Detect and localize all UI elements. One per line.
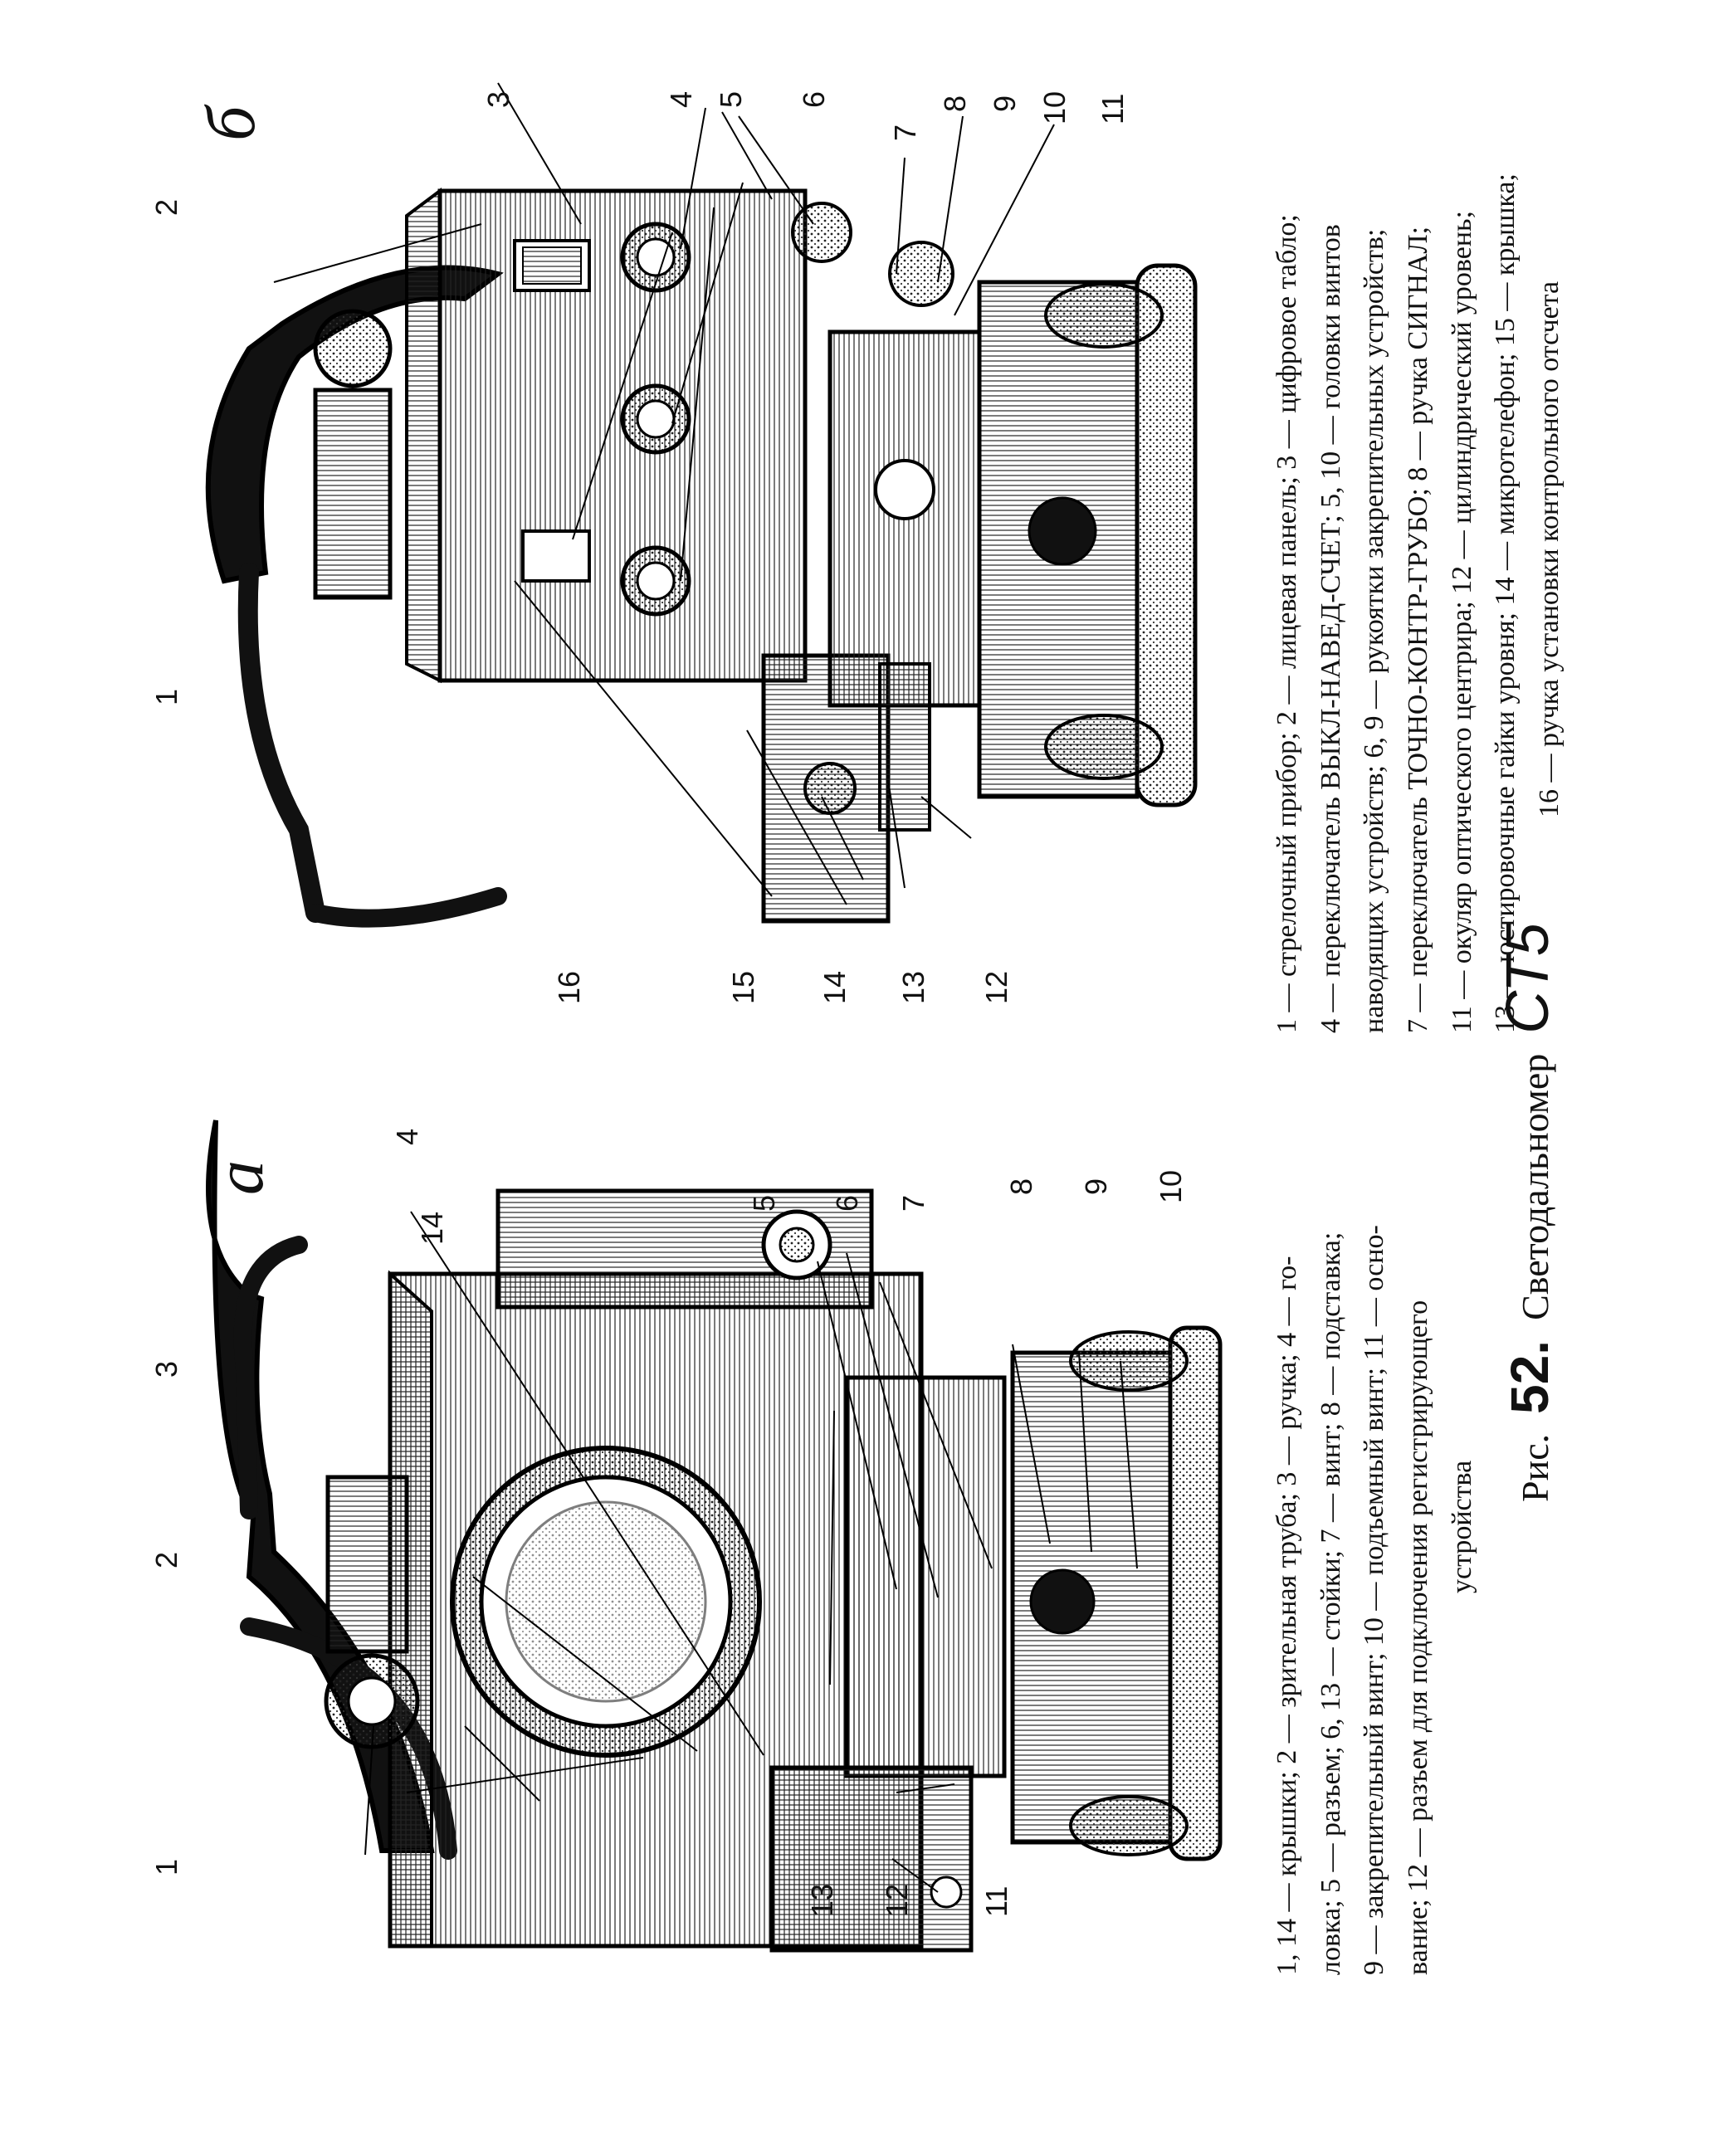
caption-a-line: ловка; 5 — разъем; 6, 13 — стойки; 7 — в… — [1315, 1232, 1346, 1975]
caption-a-line: 1, 14 — крышки; 2 — зрительная труба; 3 … — [1272, 1256, 1302, 1975]
caption-b-line: 13 — юстировочные гайки уровня; 14 — мик… — [1490, 173, 1521, 1033]
callout-a-1: 1 — [149, 1858, 183, 1876]
callout-a-6: 6 — [830, 1194, 864, 1212]
figure-prefix: Рис. — [1514, 1433, 1556, 1502]
figure-caption: Рис. 52. Светодальномер СТ5 — [1494, 923, 1562, 1502]
callout-b-14: 14 — [818, 970, 852, 1004]
callout-b-11: 11 — [1096, 93, 1130, 124]
caption-b: 1 — стрелочный прибор; 2 — лицевая панел… — [1266, 173, 1572, 1033]
telescope-tube-a — [325, 1475, 409, 1654]
caption-b-line: 11 — окуляр оптического центрира; 12 — ц… — [1446, 210, 1477, 1033]
callout-a-8: 8 — [1004, 1178, 1038, 1195]
callout-a-14: 14 — [415, 1211, 449, 1245]
callout-b-3: 3 — [481, 90, 515, 108]
callout-a-11: 11 — [979, 1885, 1013, 1917]
callout-a-7: 7 — [896, 1194, 930, 1212]
figure-model: СТ5 — [1495, 923, 1561, 1034]
callout-a-9: 9 — [1079, 1178, 1113, 1195]
callout-b-7: 7 — [888, 124, 922, 141]
callout-b-13: 13 — [896, 970, 930, 1004]
callout-b-2: 2 — [149, 198, 183, 216]
callout-a-12: 12 — [880, 1883, 914, 1917]
figure-number: 52. — [1500, 1339, 1560, 1414]
callout-b-8: 8 — [938, 95, 972, 112]
callout-b-4: 4 — [664, 90, 698, 108]
front-panel-b — [437, 188, 808, 683]
caption-b-line: 4 — переключатель ВЫКЛ-НАВЕД-СЧЕТ; 5, 10… — [1315, 224, 1346, 1033]
telescope-tube-b — [313, 388, 393, 600]
caption-b-line: 16 — ручка установки контрольного отсчет… — [1534, 280, 1565, 817]
callout-a-2: 2 — [149, 1551, 183, 1568]
callout-b-5: 5 — [714, 90, 748, 108]
callout-b-10: 10 — [1037, 90, 1072, 124]
level-b — [878, 662, 931, 832]
figure-title: Светодальномер — [1514, 1053, 1556, 1320]
caption-a: 1, 14 — крышки; 2 — зрительная труба; 3 … — [1266, 1225, 1484, 1975]
callout-b-12: 12 — [979, 970, 1013, 1004]
callout-b-9: 9 — [988, 95, 1022, 112]
callout-a-10: 10 — [1154, 1169, 1188, 1203]
caption-b-line: наводящих устройств; 6, 9 — рукоятки зак… — [1359, 228, 1390, 1033]
caption-a-line: устройства — [1446, 1460, 1477, 1593]
callout-b-16: 16 — [552, 970, 586, 1004]
callout-a-5: 5 — [747, 1194, 781, 1212]
callout-b-15: 15 — [726, 970, 760, 1004]
caption-b-line: 1 — стрелочный прибор; 2 — лицевая панел… — [1272, 214, 1302, 1033]
callout-b-1: 1 — [149, 688, 183, 705]
dial-gauge-b — [521, 529, 591, 583]
callout-b-6: 6 — [797, 90, 831, 108]
panel-letter-a: а — [201, 1160, 278, 1195]
caption-b-line: 7 — переключатель ТОЧНО-КОНТР-ГРУБО; 8 —… — [1403, 226, 1434, 1033]
callout-a-3: 3 — [149, 1360, 183, 1378]
callout-a-4: 4 — [390, 1128, 424, 1145]
caption-a-line: вание; 12 — разъем для подключения регис… — [1403, 1300, 1434, 1975]
panel-letter-b: б — [193, 105, 270, 141]
callout-a-13: 13 — [805, 1883, 839, 1917]
caption-a-line: 9 — закрепительный винт; 10 — подъемный … — [1359, 1225, 1390, 1975]
